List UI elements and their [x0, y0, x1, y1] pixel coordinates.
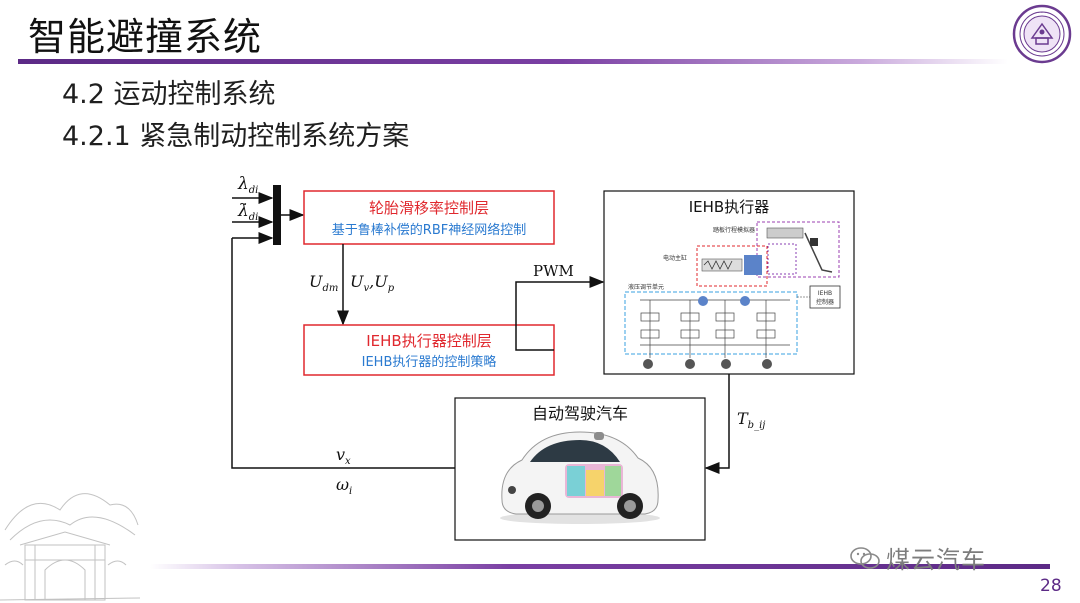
pwm-label: PWM	[533, 262, 574, 280]
autonomous-vehicle-box: 自动驾驶汽车	[454, 397, 706, 541]
svg-text:Udm: Udm	[309, 272, 338, 294]
svg-text:vx: vx	[336, 445, 351, 467]
pedal-simulator-label: 踏板行程模拟器	[713, 226, 755, 234]
iehb-layer-title: IEHB执行器控制层	[366, 332, 491, 350]
svg-text:Uv,Up: Uv,Up	[350, 272, 395, 294]
footer-divider	[150, 564, 1050, 569]
section-heading: 4.2 运动控制系统	[62, 79, 276, 110]
watermark: 煤云汽车	[850, 540, 986, 575]
subsection-heading: 4.2.1 紧急制动控制系统方案	[62, 121, 410, 152]
watermark-text: 煤云汽车	[886, 546, 986, 574]
svg-text:Tb_ij: Tb_ij	[737, 409, 765, 431]
svg-text:· · ·: · · ·	[1037, 10, 1047, 17]
university-seal-logo: · · ·	[1012, 4, 1072, 64]
lambda-d-label: λdi	[237, 174, 258, 196]
vehicle-title: 自动驾驶汽车	[532, 404, 628, 423]
iehb-layer-subtitle: IEHB执行器的控制策略	[362, 354, 497, 370]
control-signals-label: Udm Uv,Up	[309, 272, 395, 294]
controller-label-line2: 控制器	[816, 298, 834, 306]
brake-torque-label: Tb_ij	[737, 409, 765, 431]
tire-layer-subtitle: 基于鲁棒补偿的RBF神经网络控制	[332, 222, 526, 238]
iehb-actuator-box: IEHB执行器 踏板行程模拟器 电动主缸 液压调节单元	[603, 190, 855, 375]
svg-text:λdi: λdi	[237, 174, 258, 196]
svg-text:λ̇di: λ̇di	[237, 201, 258, 223]
tire-layer-title: 轮胎滑移率控制层	[369, 199, 489, 217]
tire-slip-control-layer: 轮胎滑移率控制层 基于鲁棒补偿的RBF神经网络控制	[303, 190, 555, 245]
master-cylinder-label: 电动主缸	[663, 254, 687, 262]
slide-title: 智能避撞系统	[28, 15, 263, 59]
autonomous-car-image	[500, 431, 660, 524]
lambda-d-dot-label: λ̇di	[237, 201, 258, 223]
page-number: 28	[1040, 576, 1062, 596]
campus-gate-sketch	[0, 493, 140, 601]
iehb-control-layer: IEHB执行器控制层 IEHB执行器的控制策略	[303, 324, 555, 376]
controller-label-line1: IEHB	[818, 290, 832, 297]
mux-bar	[273, 185, 281, 245]
title-divider	[18, 59, 1008, 64]
svg-text:ωi: ωi	[336, 475, 352, 497]
feedback-signals-label: vx ωi	[336, 445, 352, 497]
iehb-actuator-title: IEHB执行器	[689, 198, 769, 216]
hydraulic-unit-label: 液压调节单元	[628, 283, 664, 291]
wechat-icon	[850, 546, 880, 569]
